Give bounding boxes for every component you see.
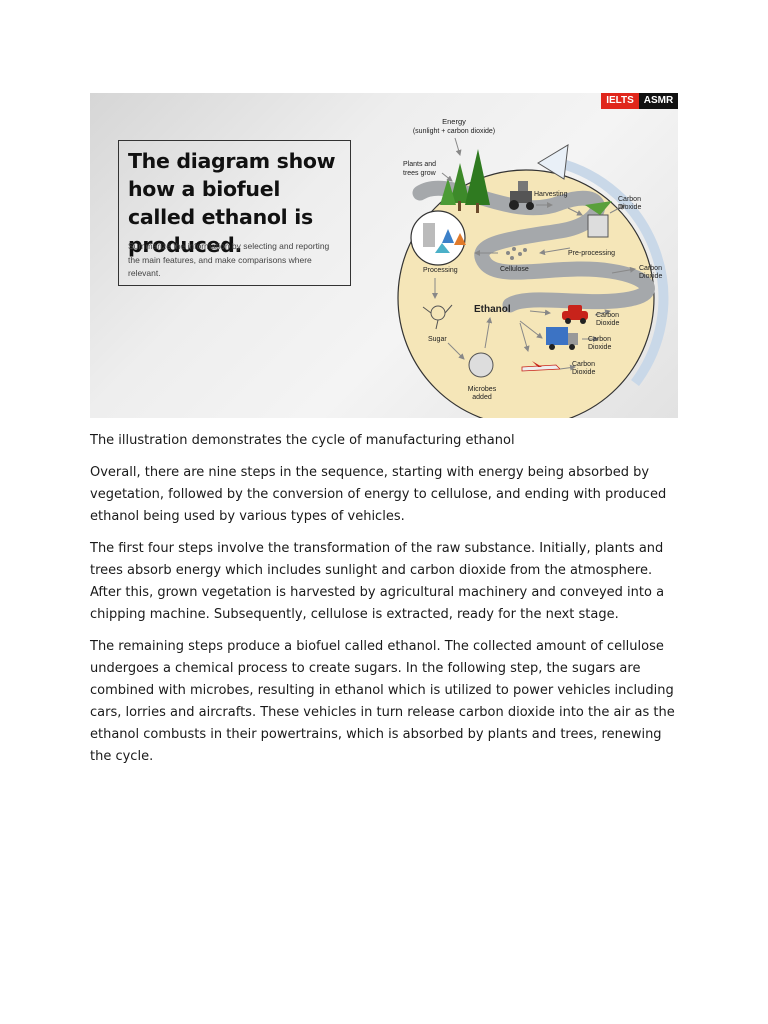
cycle-arrow bbox=[549, 156, 669, 387]
label-cellulose: Cellulose bbox=[500, 266, 529, 273]
label-plants-line1: Plants and bbox=[403, 161, 436, 168]
label-sugar: Sugar bbox=[428, 336, 447, 343]
diagram-svg: Energy (sunlight + carbon dioxide) Plant… bbox=[397, 117, 669, 418]
trees-icon bbox=[440, 149, 490, 213]
essay-paragraph-first-steps: The first four steps involve the transfo… bbox=[90, 541, 665, 622]
label-processing: Processing bbox=[423, 267, 458, 274]
asmr-badge: ASMR bbox=[639, 93, 678, 109]
essay-body: The illustration demonstrates the cycle … bbox=[90, 430, 680, 778]
label-harvesting: Harvesting bbox=[534, 191, 568, 198]
essay-paragraph-overview: Overall, there are nine steps in the seq… bbox=[90, 465, 667, 524]
label-microbes-line2: added bbox=[472, 394, 492, 401]
label-microbes-line1: Microbes bbox=[468, 386, 497, 393]
label-preprocessing: Pre-processing bbox=[568, 250, 615, 257]
essay-paragraph-intro: The illustration demonstrates the cycle … bbox=[90, 433, 515, 448]
label-co2-right-line1: Carbon bbox=[639, 265, 662, 272]
task-title-box: The diagram show how a biofuel called et… bbox=[118, 140, 351, 286]
truck-icon bbox=[546, 327, 578, 350]
diagram-figure: Energy (sunlight + carbon dioxide) Plant… bbox=[90, 93, 678, 418]
label-co2-truck-line1: Carbon bbox=[588, 336, 611, 343]
label-co2-car-line1: Carbon bbox=[596, 312, 619, 319]
harvester-icon bbox=[509, 181, 534, 210]
essay-paragraph-remaining-steps: The remaining steps produce a biofuel ca… bbox=[90, 639, 675, 764]
label-co2-plane-line1: Carbon bbox=[572, 361, 595, 368]
label-co2-truck-line2: Dioxide bbox=[588, 344, 611, 351]
task-title: The diagram show how a biofuel called et… bbox=[128, 149, 336, 257]
label-co2-right-line2: Dioxide bbox=[639, 273, 662, 280]
process-arrows bbox=[432, 137, 636, 371]
task-instruction: Summarize the information by selecting a… bbox=[128, 241, 330, 278]
cellulose-icon bbox=[506, 247, 527, 260]
label-ethanol: Ethanol bbox=[474, 304, 511, 315]
winding-river bbox=[412, 180, 655, 313]
label-co2-car-line2: Dioxide bbox=[596, 320, 619, 327]
label-co2-top-line1: Carbon bbox=[618, 196, 641, 203]
preprocessing-machine-icon bbox=[585, 201, 612, 238]
label-energy: Energy bbox=[442, 117, 466, 126]
processing-lab-icon bbox=[410, 210, 466, 266]
microbes-icon bbox=[468, 352, 494, 378]
label-co2-top-line2: Dioxide bbox=[618, 204, 641, 211]
label-energy-sub: (sunlight + carbon dioxide) bbox=[413, 128, 495, 135]
cycle-arrow-head bbox=[537, 144, 569, 180]
ielts-badge: IELTS bbox=[601, 93, 639, 109]
label-co2-plane-line2: Dioxide bbox=[572, 369, 595, 376]
car-icon bbox=[562, 305, 588, 324]
label-plants-line2: trees grow bbox=[403, 170, 437, 177]
sugar-molecule-icon bbox=[422, 304, 453, 330]
